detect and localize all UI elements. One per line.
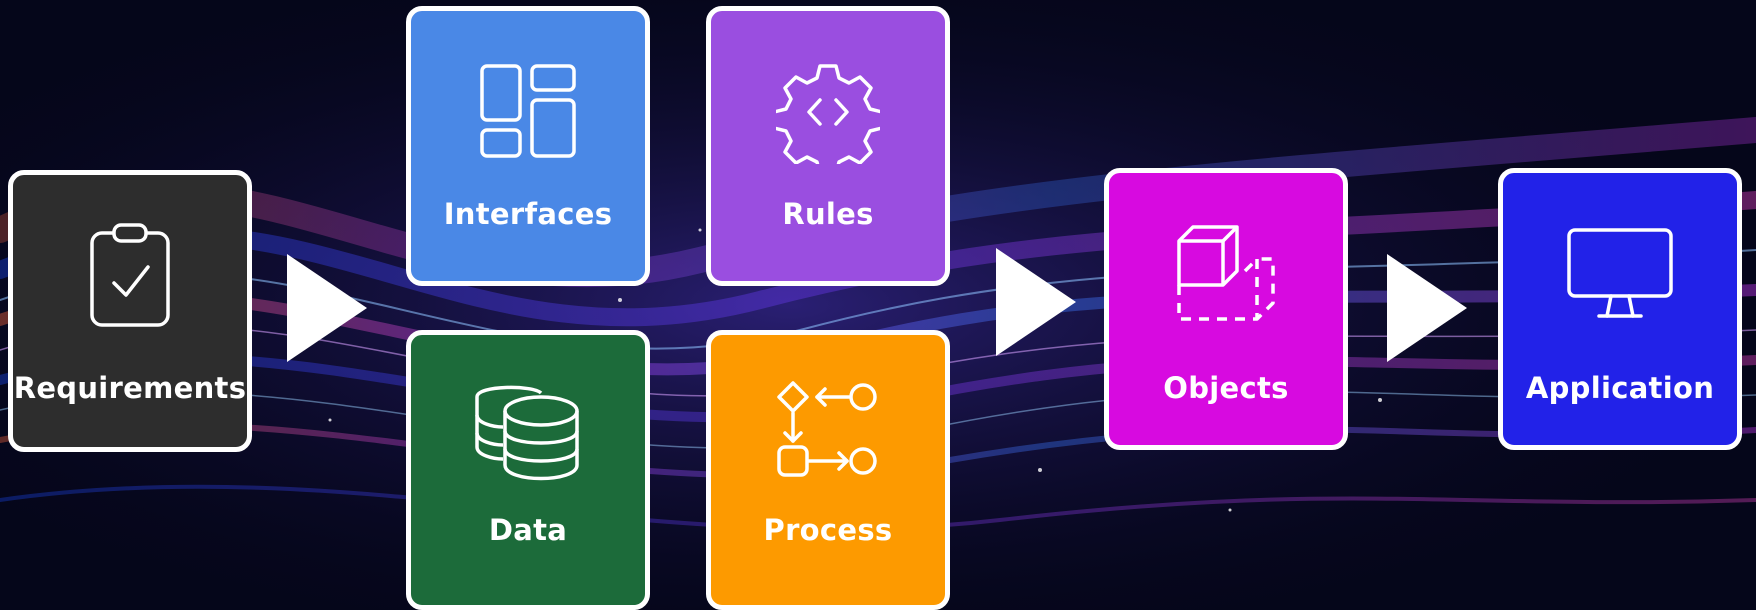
monitor-icon — [1565, 219, 1675, 329]
node-rules: Rules — [706, 6, 950, 286]
node-process: Process — [706, 330, 950, 610]
clipboard-check-icon — [75, 221, 185, 331]
node-application-label: Application — [1525, 371, 1715, 405]
arrow-right-2 — [996, 248, 1076, 356]
node-objects: Objects — [1104, 168, 1348, 450]
node-requirements-label: Requirements — [13, 371, 247, 405]
node-rules-label: Rules — [782, 197, 874, 231]
flow-process-icon — [773, 375, 883, 485]
cube-objects-icon — [1171, 219, 1281, 329]
layout-icon — [473, 57, 583, 167]
node-data: Data — [406, 330, 650, 610]
arrow-right-1 — [287, 254, 367, 362]
node-interfaces-label: Interfaces — [443, 197, 613, 231]
node-requirements: Requirements — [8, 170, 252, 452]
node-process-label: Process — [763, 513, 893, 547]
arrow-right-3 — [1387, 254, 1467, 362]
node-objects-label: Objects — [1163, 371, 1289, 405]
node-data-label: Data — [488, 513, 568, 547]
node-application: Application — [1498, 168, 1742, 450]
database-icon — [473, 375, 583, 485]
gear-code-icon — [773, 57, 883, 167]
node-interfaces: Interfaces — [406, 6, 650, 286]
